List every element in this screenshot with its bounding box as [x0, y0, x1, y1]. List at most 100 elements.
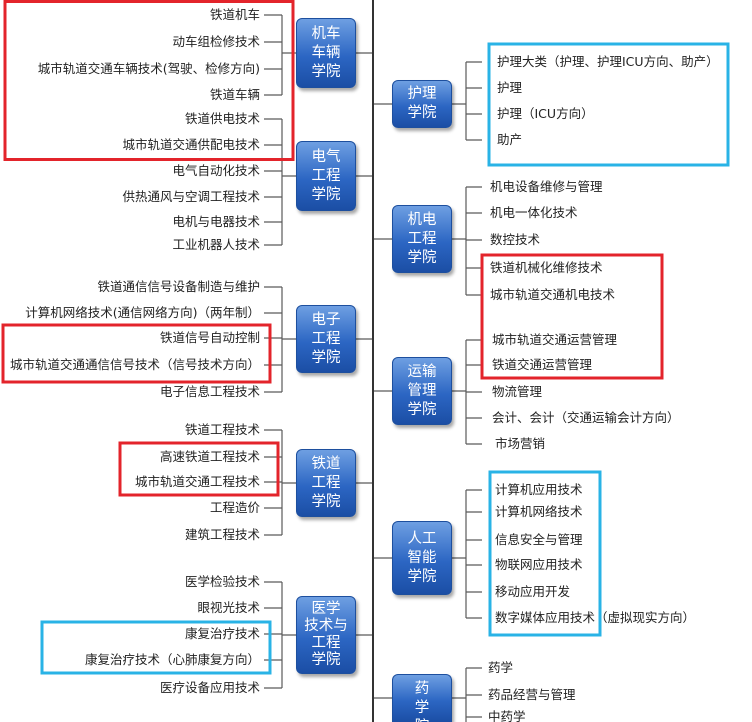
major-label: 信息安全与管理 [495, 532, 583, 547]
college-box-electrical: 电气 工程 学院 [296, 141, 356, 211]
connector-transport-management [373, 339, 482, 445]
college-name-line: 药 [414, 681, 430, 697]
connector-medical-tech [264, 581, 373, 689]
highlight-box-cyan [40, 620, 272, 675]
major-label: 铁道信号自动控制 [159, 330, 260, 345]
college-name-line: 学院 [407, 401, 437, 418]
major-label: 铁道机械化维修技术 [490, 260, 603, 275]
major-label: 中药学 [488, 709, 526, 722]
major-label: 康复治疗技术 [184, 626, 260, 641]
college-name-line: 工程 [311, 330, 341, 347]
major-label: 护理 [497, 80, 523, 95]
major-label: 移动应用开发 [495, 584, 571, 599]
college-name-line: 管理 [407, 382, 437, 399]
college-name-line: 铁道 [311, 455, 341, 472]
college-box-rolling-stock: 机车 车辆 学院 [296, 18, 356, 88]
connector-electrical [264, 118, 373, 246]
major-label: 工程造价 [209, 500, 260, 515]
major-label: 数控技术 [490, 232, 541, 247]
connector-pharmacy [373, 667, 482, 722]
major-label: 城市轨道交通供配电技术 [122, 137, 260, 152]
major-label: 计算机网络技术(通信网络方向)（两年制） [25, 305, 260, 320]
college-name-line: 机电 [407, 211, 437, 228]
major-label: 城市轨道交通车辆技术(驾驶、检修方向) [37, 61, 260, 76]
highlight-box-cyan [487, 42, 730, 167]
major-label: 高速铁道工程技术 [159, 449, 260, 464]
college-box-nursing: 护理 学院 [392, 80, 452, 128]
major-label: 机电一体化技术 [490, 205, 578, 220]
college-name-line: 学 [414, 700, 430, 716]
college-name-line: 学院 [407, 105, 437, 121]
major-label: 药品经营与管理 [488, 687, 576, 702]
college-name-line: 电子 [311, 311, 341, 328]
college-name-line: 工程 [311, 635, 341, 651]
major-label: 护理大类（护理、护理ICU方向、助产） [497, 54, 719, 69]
college-name-line: 学院 [311, 493, 341, 510]
college-name-line: 技术与 [304, 618, 348, 634]
major-label: 电机与电器技术 [172, 214, 260, 229]
college-name-line: 机车 [311, 25, 341, 42]
college-name-line: 电气 [311, 148, 341, 165]
college-name-line: 人工 [407, 530, 437, 547]
college-name-line: 学院 [311, 186, 341, 203]
connector-railway-engineering [264, 429, 373, 536]
major-label: 工业机器人技术 [172, 237, 260, 252]
major-label: 铁道交通运营管理 [492, 357, 593, 372]
major-label: 护理（ICU方向） [497, 106, 594, 121]
connector-nursing [373, 61, 482, 141]
major-label: 城市轨道交通通信信号技术（信号技术方向） [9, 357, 260, 372]
major-label: 城市轨道交通机电技术 [490, 287, 616, 302]
highlight-box-red [480, 253, 664, 380]
college-name-line: 院 [415, 718, 430, 722]
college-box-mechatronics: 机电 工程 学院 [392, 205, 452, 273]
highlight-box-cyan [488, 470, 602, 637]
major-label: 铁道车辆 [209, 87, 260, 102]
college-box-ai: 人工 智能 学院 [392, 521, 452, 595]
connector-rolling-stock [264, 14, 373, 96]
major-label: 电气自动化技术 [172, 163, 260, 178]
major-label: 医学检验技术 [184, 574, 260, 589]
major-label: 城市轨道交通工程技术 [134, 474, 260, 489]
college-name-line: 智能 [407, 549, 437, 566]
highlight-box-red [3, 0, 295, 161]
college-name-line: 护理 [407, 86, 437, 102]
major-label: 城市轨道交通运营管理 [492, 332, 618, 347]
connector-electronic [264, 286, 373, 393]
major-label: 医疗设备应用技术 [159, 680, 260, 695]
college-box-medical-tech: 医学 技术与 工程 学院 [296, 596, 356, 674]
college-name-line: 车辆 [311, 44, 341, 61]
college-name-line: 学院 [311, 652, 341, 668]
major-label: 动车组检修技术 [172, 34, 260, 49]
college-name-line: 工程 [311, 167, 341, 184]
major-label: 数字媒体应用技术（虚拟现实方向） [495, 610, 696, 625]
college-name-line: 学院 [311, 63, 341, 80]
major-label: 建筑工程技术 [184, 527, 260, 542]
college-box-electronic: 电子 工程 学院 [296, 305, 356, 373]
college-name-line: 医学 [311, 601, 341, 617]
major-label: 铁道机车 [209, 7, 260, 22]
major-label: 药学 [488, 660, 514, 675]
major-label: 机电设备维修与管理 [490, 179, 603, 194]
major-label: 电子信息工程技术 [159, 384, 260, 399]
college-name-line: 运输 [407, 363, 437, 380]
major-label: 计算机应用技术 [495, 482, 583, 497]
major-label: 供热通风与空调工程技术 [122, 189, 260, 204]
college-box-pharmacy: 药 学 院 [392, 674, 452, 722]
major-label: 康复治疗技术（心肺康复方向） [84, 652, 260, 667]
connector-ai [373, 489, 482, 619]
college-name-line: 学院 [407, 568, 437, 585]
college-name-line: 学院 [311, 349, 341, 366]
college-name-line: 学院 [407, 249, 437, 266]
major-label: 铁道工程技术 [184, 422, 260, 437]
major-label: 铁道通信信号设备制造与维护 [97, 279, 260, 294]
college-name-line: 工程 [407, 230, 437, 247]
college-box-railway-engineering: 铁道 工程 学院 [296, 449, 356, 517]
major-label: 会计、会计（交通运输会计方向） [492, 410, 680, 425]
major-label: 眼视光技术 [197, 600, 260, 615]
major-label: 物联网应用技术 [495, 557, 583, 572]
major-label: 物流管理 [492, 384, 543, 399]
connector-mechatronics [373, 186, 482, 296]
college-name-line: 工程 [311, 474, 341, 491]
